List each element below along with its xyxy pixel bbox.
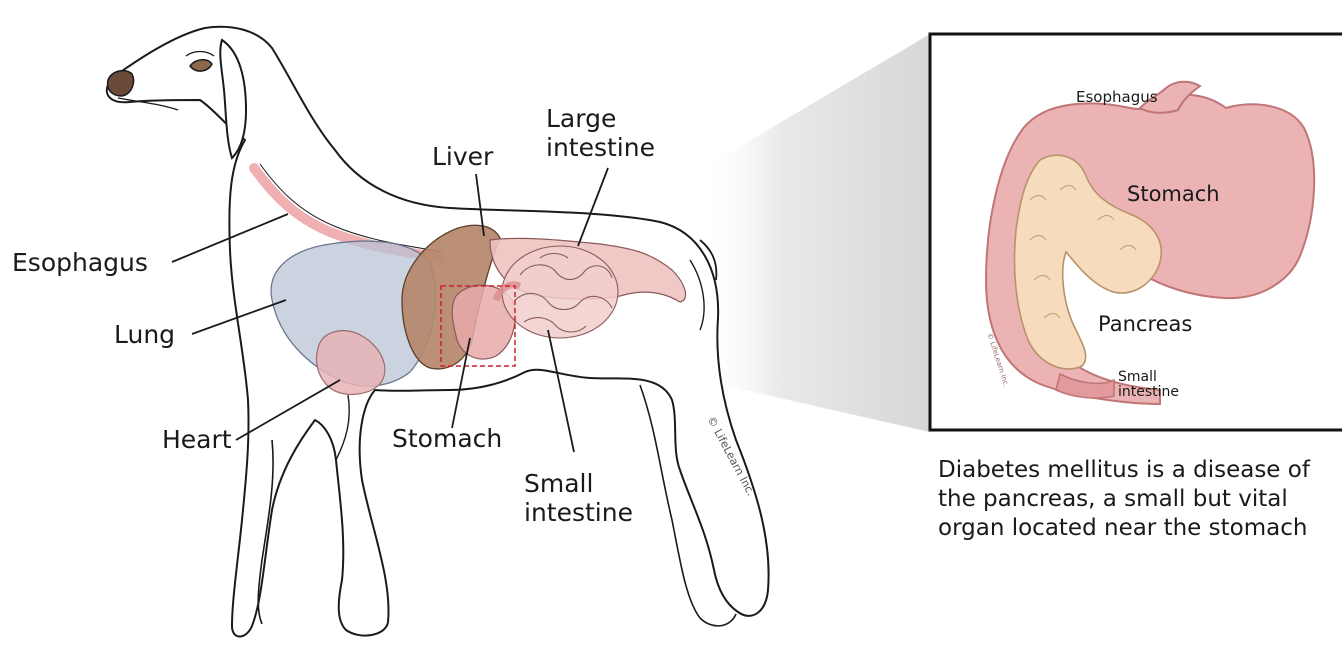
small-intestine-organ xyxy=(502,246,618,338)
zoom-beam xyxy=(700,34,930,432)
caption: Diabetes mellitus is a disease of the pa… xyxy=(938,456,1310,543)
inset-label-small-intestine-line2: intestine xyxy=(1118,385,1179,400)
inset-label-esophagus: Esophagus xyxy=(1076,88,1158,106)
label-liver: Liver xyxy=(432,142,493,171)
label-small-intestine-line2: intestine xyxy=(524,498,633,527)
dog-nose xyxy=(108,71,134,96)
label-large-intestine-line2: intestine xyxy=(546,133,655,162)
inset-label-pancreas: Pancreas xyxy=(1098,312,1192,336)
caption-line-1: Diabetes mellitus is a disease of xyxy=(938,456,1310,485)
label-large-intestine: Large intestine xyxy=(546,104,655,162)
inset-label-small-intestine: Small intestine xyxy=(1118,370,1179,400)
label-esophagus: Esophagus xyxy=(12,248,148,277)
inset-label-stomach: Stomach xyxy=(1127,182,1220,206)
label-stomach: Stomach xyxy=(392,424,502,453)
label-small-intestine: Small intestine xyxy=(524,469,633,527)
label-lung: Lung xyxy=(114,320,175,349)
label-heart: Heart xyxy=(162,425,232,454)
inset-label-small-intestine-line1: Small xyxy=(1118,370,1179,385)
caption-line-3: organ located near the stomach xyxy=(938,514,1310,543)
label-small-intestine-line1: Small xyxy=(524,469,633,498)
caption-line-2: the pancreas, a small but vital xyxy=(938,485,1310,514)
label-large-intestine-line1: Large xyxy=(546,104,655,133)
